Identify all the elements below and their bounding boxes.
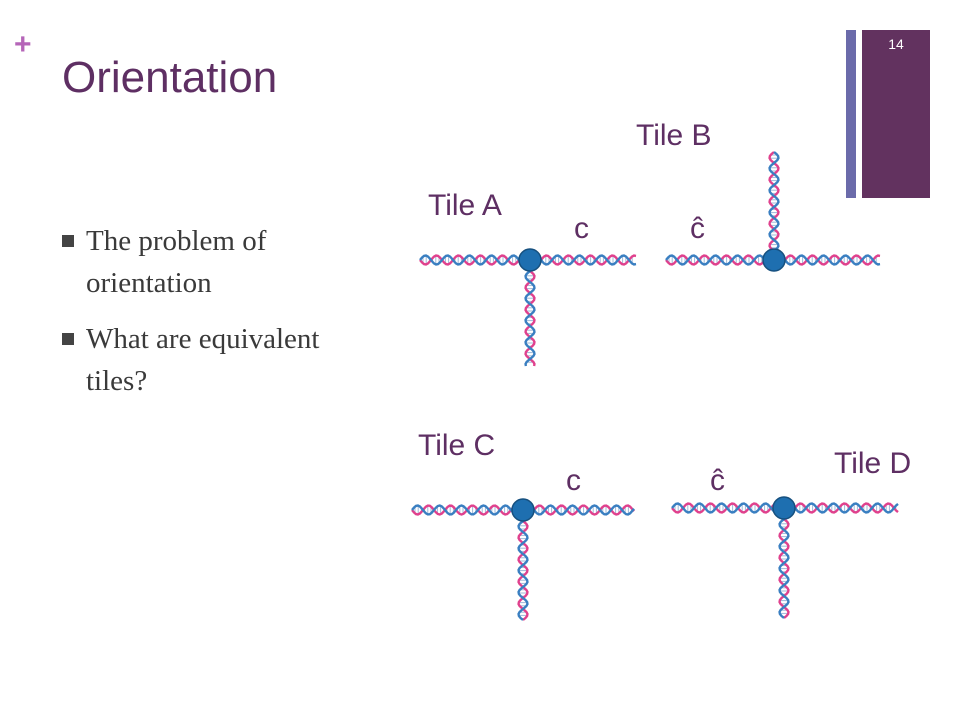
tile-c-arm-right bbox=[522, 504, 635, 516]
dna-strand-blue bbox=[671, 502, 785, 514]
dna-strand-blue bbox=[524, 259, 536, 367]
tile-a-arm-left bbox=[419, 254, 531, 266]
dna-strand-blue bbox=[529, 254, 637, 266]
accent-bar bbox=[862, 30, 930, 198]
tile-b-arm-up bbox=[768, 151, 780, 261]
dna-strand-blue bbox=[665, 254, 775, 266]
tile-c: Tile C c bbox=[411, 429, 635, 621]
tile-c-sticky-end: c bbox=[566, 464, 581, 497]
dna-strand-blue bbox=[411, 504, 524, 516]
bullet-text: The problem of orientation bbox=[86, 225, 267, 299]
tile-a-sticky-end: c bbox=[574, 212, 589, 245]
tile-d-sticky-end: ĉ bbox=[710, 464, 725, 497]
plus-icon: + bbox=[14, 28, 32, 61]
slide-title: Orientation bbox=[62, 53, 278, 102]
tile-b-arm-right bbox=[773, 254, 881, 266]
dna-strand-pink bbox=[665, 254, 775, 266]
tile-d-arm-down bbox=[778, 507, 790, 619]
tile-b-label: Tile B bbox=[636, 119, 712, 152]
tile-a-arm-right bbox=[529, 254, 637, 266]
slide-number: 14 bbox=[888, 36, 904, 52]
tile-d-arm-right bbox=[783, 502, 899, 514]
dna-strand-pink bbox=[768, 151, 780, 261]
tile-a-arm-down bbox=[524, 259, 536, 367]
dna-strand-blue bbox=[773, 254, 881, 266]
dna-strand-blue bbox=[783, 502, 899, 514]
tile-d-junction bbox=[772, 496, 796, 520]
tile-a-label: Tile A bbox=[428, 189, 502, 222]
tile-c-arm-left bbox=[411, 504, 524, 516]
tile-a-junction bbox=[518, 248, 542, 272]
tile-d-arm-left bbox=[671, 502, 785, 514]
tile-d-label: Tile D bbox=[834, 447, 911, 480]
dna-strand-blue bbox=[522, 504, 635, 516]
dna-strand-blue bbox=[419, 254, 531, 266]
tile-a: Tile A c bbox=[419, 189, 637, 367]
tile-b-sticky-end: ĉ bbox=[690, 212, 705, 245]
tile-b-arm-left bbox=[665, 254, 775, 266]
bullet-square-icon bbox=[62, 333, 74, 345]
bullet-text: What are equivalent tiles? bbox=[86, 323, 320, 397]
dna-strand-blue bbox=[517, 509, 529, 621]
dna-strand-blue bbox=[768, 151, 780, 261]
bullet-item: The problem of orientation bbox=[62, 220, 382, 304]
tile-d: Tile D ĉ bbox=[671, 447, 911, 619]
dna-strand-blue bbox=[778, 507, 790, 619]
bullet-list: The problem of orientation What are equi… bbox=[62, 220, 382, 416]
tile-c-label: Tile C bbox=[418, 429, 495, 462]
tile-c-junction bbox=[511, 498, 535, 522]
dna-strand-pink bbox=[783, 502, 899, 514]
dna-strand-pink bbox=[671, 502, 785, 514]
tile-b: Tile B ĉ bbox=[636, 119, 881, 272]
accent-bar-thin bbox=[846, 30, 856, 198]
bullet-square-icon bbox=[62, 235, 74, 247]
bullet-item: What are equivalent tiles? bbox=[62, 318, 382, 402]
tile-b-junction bbox=[762, 248, 786, 272]
tile-c-arm-down bbox=[517, 509, 529, 621]
